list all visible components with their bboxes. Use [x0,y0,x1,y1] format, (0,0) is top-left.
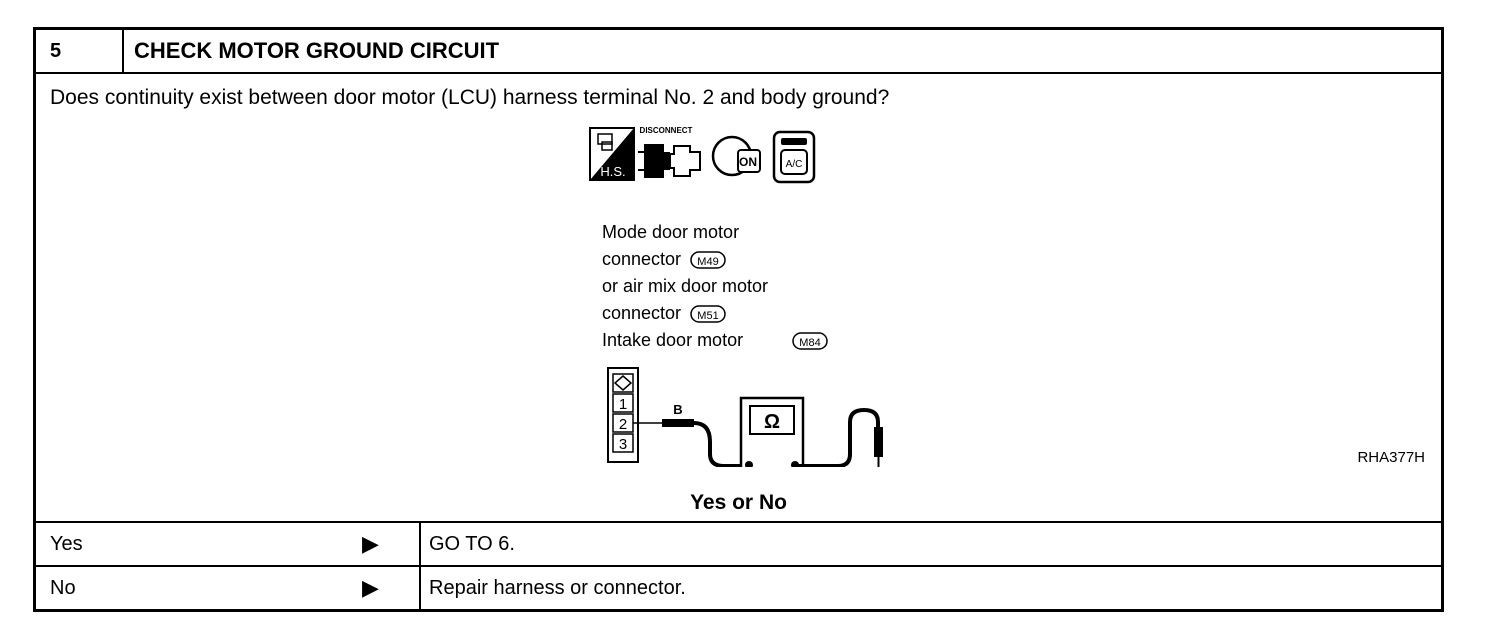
disconnect-icon: DISCONNECT [638,126,701,178]
result-action: Repair harness or connector. [419,567,686,612]
svg-text:M49: M49 [697,256,718,268]
step-title: CHECK MOTOR GROUND CIRCUIT [134,38,500,63]
ignition-label: ON [739,155,757,169]
arrow-right-icon: ▶ [362,575,379,600]
hs-label: H.S. [600,164,625,179]
wire-color-label: B [673,402,682,417]
description-line-3: or air mix door motor [602,276,768,296]
result-row-yes: Yes ▶ GO TO 6. [36,521,1441,565]
ohm-symbol: Ω [764,411,780,433]
terminal-2: 2 [619,416,627,433]
figure-reference-code: RHA377H [1357,449,1425,466]
ignition-on-icon: ON [711,135,761,177]
disconnect-label: DISCONNECT [640,126,693,135]
terminal-1: 1 [619,396,627,413]
answer-prompt: Yes or No [690,491,787,514]
ac-switch-icon: A/C [772,130,816,184]
answer-label: No [50,577,76,599]
svg-text:M84: M84 [799,337,820,349]
ground-lead [798,407,883,467]
arrow-right-icon: ▶ [362,531,379,556]
description-line-4: connector [602,303,681,323]
result-row-no: No ▶ Repair harness or connector. [36,565,1441,612]
connector-description: Mode door motor connector or air mix doo… [602,222,768,350]
inspection-question: Does continuity exist between door motor… [50,86,890,109]
ohmmeter: Ω [739,396,805,467]
description-line-1: Mode door motor [602,222,739,242]
connector-badge-m84: M84 [792,332,828,350]
svg-text:M51: M51 [697,310,718,322]
continuity-diagram: H.S. DISCONNECT ON A/C Mode door motor c… [589,126,883,467]
description-line-5: Intake door motor [602,330,743,350]
procedure-table: 5 CHECK MOTOR GROUND CIRCUIT Does contin… [33,27,1444,612]
terminal-3: 3 [619,436,627,453]
ac-label: A/C [786,159,803,170]
connector-badge-m51: M51 [690,305,726,323]
result-action: GO TO 6. [419,523,515,565]
connector-badge-m49: M49 [690,251,726,269]
step-header: 5 CHECK MOTOR GROUND CIRCUIT [36,30,1441,74]
harness-side-icon: H.S. [589,127,635,181]
answer-label: Yes [50,533,83,555]
description-line-2: connector [602,249,681,269]
harness-connector: 1 2 3 [607,367,639,463]
probe-lead: B [633,402,746,467]
step-number: 5 [36,30,124,72]
